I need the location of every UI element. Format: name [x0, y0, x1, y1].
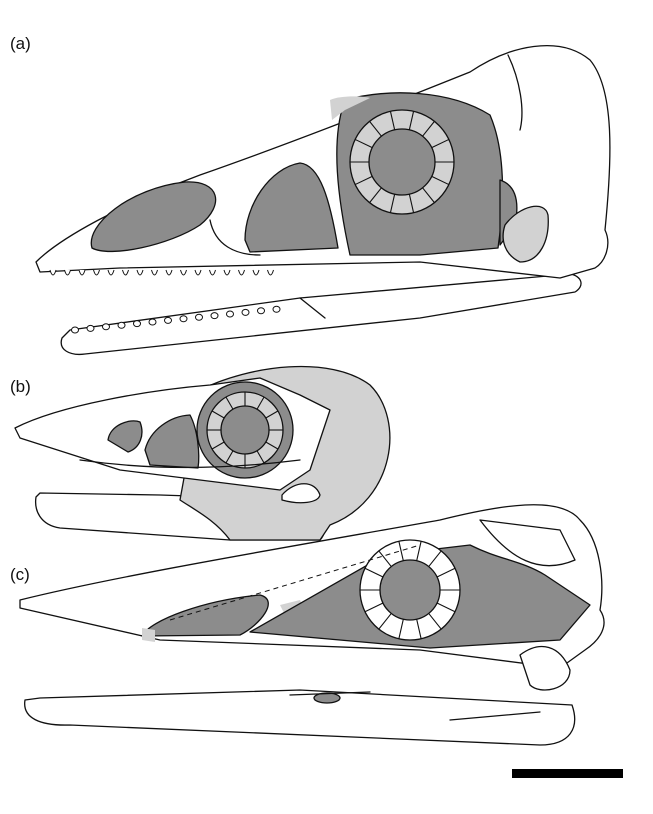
tooth: [151, 269, 158, 276]
sclerotic-plate-division: [431, 175, 450, 186]
skull-b: [14, 365, 391, 541]
sclerotic-plate-division: [364, 567, 384, 578]
sclerotic-plate-division: [378, 613, 392, 630]
skull-c-light-patch: [142, 600, 305, 642]
sclerotic-plate-division: [369, 121, 382, 137]
scale-bar: [512, 769, 623, 778]
skull-c: [19, 504, 605, 746]
tooth: [267, 269, 274, 276]
sclerotic-plate-division: [408, 111, 415, 130]
tooth: [238, 269, 245, 276]
sclerotic-plate-division: [364, 602, 384, 613]
sclerotic-plate-division: [398, 619, 404, 639]
skull-b-jugal: [79, 459, 301, 469]
sclerotic-plate-division: [256, 396, 265, 410]
sclerotic-plate-division: [422, 121, 435, 137]
sclerotic-plate-division: [389, 111, 396, 130]
tooth: [179, 315, 188, 323]
skull-b-pupil-space: [220, 405, 270, 455]
sclerotic-plate-division: [428, 613, 442, 630]
sclerotic-plate-division: [398, 541, 404, 561]
skull-c-pupil-space: [379, 559, 441, 621]
skull-c-quadrate: [519, 646, 571, 691]
tooth: [226, 310, 234, 318]
tooth: [148, 318, 157, 326]
sclerotic-plate-division: [428, 550, 442, 567]
tooth: [64, 269, 71, 276]
skull-a-fenestra-2: [244, 162, 339, 253]
sclerotic-plate-division: [369, 187, 382, 203]
sclerotic-plate-division: [416, 619, 422, 639]
tooth: [194, 269, 202, 276]
tooth: [122, 269, 129, 276]
tooth: [209, 269, 216, 276]
sclerotic-plate-division: [211, 441, 225, 450]
panel-label-b: (b): [10, 377, 31, 396]
skull-c-antorbital-fenestra: [141, 594, 269, 637]
tooth: [165, 269, 173, 276]
tooth: [164, 316, 172, 324]
tooth: [93, 269, 100, 276]
sclerotic-plate-division: [256, 450, 265, 464]
skull-b-quadrate: [281, 483, 321, 504]
tooth: [86, 324, 95, 332]
sclerotic-plate-division: [416, 541, 422, 561]
tooth: [136, 269, 144, 276]
sclerotic-plate-division: [265, 410, 279, 419]
skull-a-pupil-space: [368, 128, 436, 196]
tooth: [195, 313, 203, 321]
sclerotic-plate-division: [225, 450, 234, 464]
tooth: [133, 320, 141, 328]
sclerotic-plate-division: [431, 138, 450, 149]
tooth: [210, 312, 219, 320]
tooth: [223, 269, 231, 276]
skull-a-light-patch: [330, 96, 370, 120]
sclerotic-plate-division: [265, 441, 279, 450]
sclerotic-plate-division: [436, 567, 456, 578]
tooth: [107, 269, 115, 276]
skull-a-antorbital-fenestra: [90, 181, 217, 253]
skull-a-suture: [209, 54, 523, 319]
tooth: [117, 321, 126, 329]
skull-c-jaw-line: [289, 691, 541, 721]
tooth: [272, 305, 281, 313]
sclerotic-plate-division: [354, 138, 373, 149]
tooth: [78, 269, 86, 276]
sclerotic-plate-division: [408, 194, 415, 213]
skull-a-quadrate: [502, 205, 549, 263]
sclerotic-plate-division: [436, 602, 456, 613]
panel-label-a: (a): [10, 34, 31, 53]
sclerotic-plate-division: [211, 410, 225, 419]
panel-label-c: (c): [10, 565, 30, 584]
sclerotic-plate-division: [389, 194, 396, 213]
tooth: [257, 307, 265, 315]
sclerotic-plate-division: [422, 187, 435, 203]
sclerotic-plate-division: [378, 550, 392, 567]
skull-b-fenestra-1: [107, 420, 143, 453]
skull-c-lower-jaw: [24, 689, 576, 746]
tooth: [71, 326, 79, 334]
skull-c-dashed-suture: [169, 544, 421, 621]
sclerotic-plate-division: [225, 396, 234, 410]
sclerotic-plate-division: [354, 175, 373, 186]
tooth: [49, 269, 57, 276]
skull-b-fenestra-2: [144, 414, 200, 469]
skull-c-postorbital: [479, 519, 576, 567]
skull-a: [35, 45, 611, 356]
tooth: [252, 269, 260, 276]
tooth: [102, 323, 110, 331]
tooth: [241, 308, 250, 316]
tooth: [180, 269, 187, 276]
